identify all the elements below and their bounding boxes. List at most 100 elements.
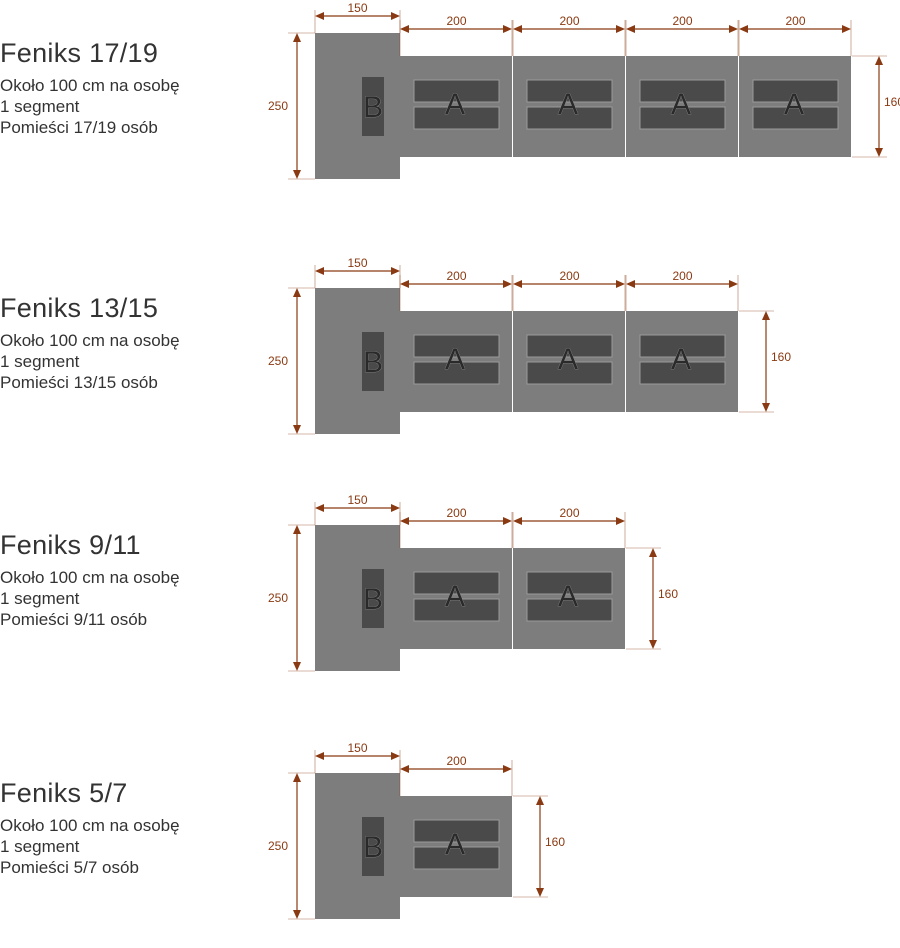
capacity-text: Pomieści 9/11 osób — [0, 610, 148, 629]
corner-width-label: 150 — [347, 256, 367, 270]
seating-spec: Około 100 cm na osobę — [0, 76, 180, 95]
module-slot-top — [752, 79, 839, 103]
module-width-dimension — [626, 25, 738, 33]
configuration-title: Feniks 17/19 — [0, 38, 159, 68]
module-segment-label: A — [445, 88, 465, 121]
module-slot-top — [526, 79, 613, 103]
module-slot-bottom — [526, 106, 613, 130]
module-slot-top — [413, 571, 500, 595]
module-width-dimension — [400, 765, 512, 773]
corner-width-dimension — [315, 12, 400, 20]
segment-count: 1 segment — [0, 837, 80, 856]
corner-width-label: 150 — [347, 1, 367, 15]
module-segment-label: A — [671, 88, 691, 121]
module-width-label: 200 — [446, 506, 466, 520]
corner-segment — [315, 773, 400, 919]
corner-segment-slot — [362, 332, 384, 391]
module-slot-top — [639, 334, 726, 358]
module-width-dimension — [513, 25, 625, 33]
seating-spec: Około 100 cm na osobę — [0, 816, 180, 835]
capacity-text: Pomieści 13/15 osób — [0, 373, 158, 392]
module-slot-bottom — [413, 106, 500, 130]
segment-count: 1 segment — [0, 352, 80, 371]
corner-height-label: 250 — [268, 354, 288, 368]
module-width-label: 200 — [559, 269, 579, 283]
module-width-label: 200 — [559, 506, 579, 520]
seating-spec: Około 100 cm na osobę — [0, 568, 180, 587]
corner-height-label: 250 — [268, 591, 288, 605]
module-slot-top — [526, 334, 613, 358]
module-slot-bottom — [639, 361, 726, 385]
corner-width-label: 150 — [347, 493, 367, 507]
module-slot-top — [413, 334, 500, 358]
module-segment-label: A — [558, 343, 578, 376]
module-width-label: 200 — [672, 269, 692, 283]
module-width-label: 200 — [446, 754, 466, 768]
configuration-title: Feniks 9/11 — [0, 530, 141, 560]
corner-segment-slot — [362, 569, 384, 628]
corner-width-dimension — [315, 267, 400, 275]
module-segment-label: A — [558, 88, 578, 121]
module-segment-label: A — [671, 343, 691, 376]
module-width-dimension — [400, 25, 512, 33]
corner-segment — [315, 288, 400, 434]
module-width-dimension — [513, 517, 625, 525]
table-layout-diagram: B A 200 150 250 160 — [268, 741, 565, 920]
module-slot-top — [639, 79, 726, 103]
module-slot-bottom — [526, 598, 613, 622]
module-width-dimension — [400, 280, 512, 288]
module-width-label: 200 — [785, 14, 805, 28]
module-slot-top — [526, 571, 613, 595]
module-slot-bottom — [413, 846, 500, 870]
corner-height-label: 250 — [268, 99, 288, 113]
configuration-title: Feniks 13/15 — [0, 293, 159, 323]
corner-height-dimension — [293, 288, 301, 434]
table-layout-diagram: BA200A200A200A200150250160 — [268, 1, 900, 180]
corner-segment — [315, 525, 400, 671]
module-height-label: 160 — [884, 95, 900, 109]
module-segment-label: A — [445, 343, 465, 376]
module-slot-bottom — [526, 361, 613, 385]
module-slot-top — [413, 819, 500, 843]
module-segment-label: A — [445, 828, 465, 861]
corner-height-dimension — [293, 773, 301, 919]
module-height-dimension — [875, 56, 883, 157]
module-width-dimension — [400, 517, 512, 525]
module-width-dimension — [513, 280, 625, 288]
corner-segment-slot — [362, 77, 384, 136]
module-height-dimension — [762, 311, 770, 412]
corner-segment-label: B — [363, 346, 383, 379]
corner-segment-label: B — [363, 831, 383, 864]
corner-segment-label: B — [363, 91, 383, 124]
module-segment-label: A — [784, 88, 804, 121]
module-width-label: 200 — [446, 269, 466, 283]
configuration-title: Feniks 5/7 — [0, 778, 128, 808]
module-segment-label: A — [558, 580, 578, 613]
module-height-dimension — [649, 548, 657, 649]
module-width-dimension — [626, 280, 738, 288]
corner-height-label: 250 — [268, 839, 288, 853]
module-slot-bottom — [639, 106, 726, 130]
capacity-text: Pomieści 17/19 osób — [0, 118, 158, 137]
segment-count: 1 segment — [0, 589, 80, 608]
corner-height-dimension — [293, 525, 301, 671]
module-height-label: 160 — [545, 835, 565, 849]
module-width-label: 200 — [559, 14, 579, 28]
corner-segment — [315, 33, 400, 179]
module-height-dimension — [536, 796, 544, 897]
capacity-text: Pomieści 5/7 osób — [0, 858, 139, 877]
module-width-label: 200 — [672, 14, 692, 28]
module-width-dimension — [739, 25, 851, 33]
seating-spec: Około 100 cm na osobę — [0, 331, 180, 350]
corner-width-dimension — [315, 504, 400, 512]
module-slot-bottom — [413, 361, 500, 385]
segment-count: 1 segment — [0, 97, 80, 116]
corner-height-dimension — [293, 33, 301, 179]
corner-width-label: 150 — [347, 741, 367, 755]
